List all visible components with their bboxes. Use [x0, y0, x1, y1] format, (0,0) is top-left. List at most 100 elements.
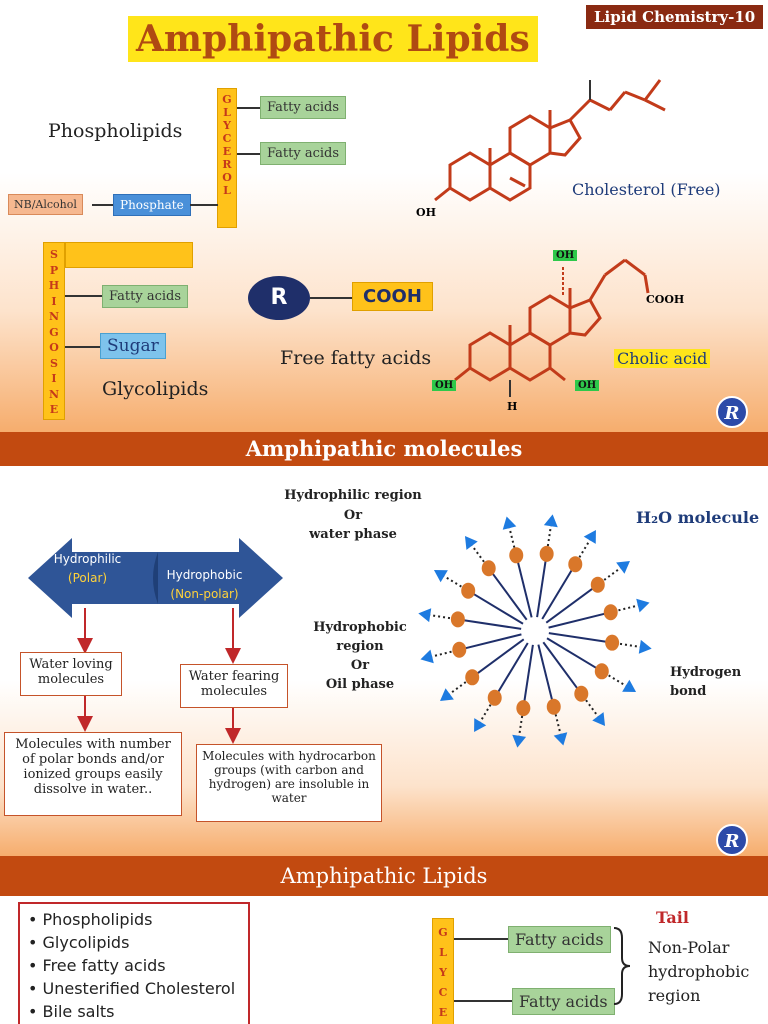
water-molecule: [440, 688, 454, 702]
fatty-acids-box-3: Fatty acids: [102, 285, 188, 308]
lipid-list-item: • Phospholipids: [28, 910, 153, 929]
lipid-tail: [463, 619, 522, 630]
hydrogen-bond-line: [429, 650, 452, 658]
water-molecule: [583, 529, 596, 544]
glyce-letter: G: [438, 926, 448, 939]
cooh-box: COOH: [352, 282, 433, 311]
fatty-acids-box-a: Fatty acids: [508, 926, 611, 953]
glycerol-letter: O: [222, 171, 232, 184]
phosphate-box: Phosphate: [113, 194, 191, 216]
lipid-tail: [542, 641, 579, 690]
cholic-acid-structure: [454, 258, 650, 397]
hydrophobic-arrow-label: Hydrophobic: [166, 568, 243, 582]
water-molecule: [622, 679, 637, 692]
polar-head: [603, 604, 618, 621]
polar-head: [574, 685, 589, 702]
water-molecule: [636, 598, 650, 613]
lipid-tail: [472, 592, 524, 625]
hydrogen-bond-line: [442, 574, 462, 588]
cholesterol-label: Cholesterol (Free): [572, 180, 721, 199]
polar-description-box: Molecules with number of polar bonds and…: [4, 732, 182, 816]
lipid-list-box: • Phospholipids• Glycolipids• Free fatty…: [18, 902, 250, 1024]
non-polar-label: (Non-polar): [170, 587, 239, 601]
lipid-tail: [536, 559, 547, 618]
polar-head: [461, 582, 476, 599]
hydrogen-bond-label-1: Hydrogen: [670, 665, 742, 680]
cholic-acid-label: Cholic acid: [614, 349, 711, 368]
sugar-box: Sugar: [100, 333, 166, 359]
sphingosine-letter: N: [48, 310, 60, 323]
lipid-tail: [548, 632, 607, 643]
nonpolar-region-label-2: hydrophobic: [648, 962, 750, 981]
glycerol-letter: C: [222, 132, 232, 145]
nonpolar-description-box: Molecules with hydrocarbon groups (with …: [196, 744, 382, 822]
lipid-tail: [523, 644, 534, 703]
brand-logo-2: R: [716, 824, 748, 856]
sphingosine-letter: S: [50, 248, 58, 261]
hydrogen-bond-line: [517, 715, 524, 738]
tail-label: Tail: [656, 908, 689, 927]
glycerol-letter: L: [223, 184, 231, 197]
polar-head: [465, 669, 480, 686]
amphipathic-molecules-panel: Hydrophilic (Polar) Hydrophobic (Non-pol…: [0, 466, 768, 856]
micelle-diagram: [418, 514, 652, 748]
lipid-types-panel: Lipid Chemistry-10 Amphipathic Lipids Ph…: [0, 0, 768, 432]
hydrophobic-region-label-2: region: [336, 639, 384, 654]
cholic-oh-left: OH: [432, 380, 457, 391]
water-molecule: [464, 536, 478, 550]
hydrogen-bond-line: [478, 704, 492, 724]
polar-head: [590, 576, 605, 593]
r-group-ellipse: R: [248, 276, 310, 320]
sphingosine-letter: E: [49, 403, 59, 416]
hydrogen-bond-line: [447, 681, 467, 696]
lipid-tail: [545, 587, 594, 624]
lipid-tail: [491, 572, 528, 621]
nonpolar-region-label-3: region: [648, 986, 701, 1005]
hydrogen-bond-line: [554, 714, 562, 737]
sphingosine-letter: P: [49, 263, 59, 277]
amphipathic-lipids-panel: • Phospholipids• Glycolipids• Free fatty…: [0, 896, 768, 1024]
glyce-letter: E: [438, 1006, 448, 1019]
glycerol-letter: Y: [223, 119, 231, 132]
water-fearing-box: Water fearing molecules: [180, 664, 288, 708]
hydrophobic-region-label-4: Oil phase: [325, 677, 395, 692]
water-molecule: [420, 649, 434, 664]
tail-bracket: [613, 927, 631, 1005]
water-molecule: [433, 570, 448, 583]
hydrophilic-region-label-1: Hydrophilic region: [284, 488, 422, 503]
glycerol-letter: E: [222, 145, 232, 158]
sphingosine-letter: S: [50, 356, 58, 370]
water-molecule: [638, 639, 652, 654]
lipid-tail: [516, 560, 533, 618]
water-molecule: [512, 734, 527, 748]
hydrogen-bond-line: [608, 674, 628, 688]
sphingosine-letter: H: [48, 279, 60, 292]
lipid-list-item: • Glycolipids: [28, 933, 130, 952]
hydrogen-bond-line: [546, 524, 553, 547]
cholic-h: H: [507, 400, 518, 413]
lipid-tail: [548, 612, 606, 629]
fatty-acids-box-2: Fatty acids: [260, 142, 346, 165]
page-title: Amphipathic Lipids: [128, 16, 538, 62]
cholesterol-oh: OH: [416, 206, 436, 219]
hydrogen-bond-label-2: bond: [670, 684, 707, 699]
brand-logo: R: [716, 396, 748, 428]
section-banner-amphipathic-molecules: Amphipathic molecules: [0, 432, 768, 466]
polar-head: [481, 560, 496, 577]
hydrophilic-region-label-2: Or: [343, 508, 363, 523]
glycolipids-label: Glycolipids: [102, 378, 209, 400]
hydrophilic-region-label-3: water phase: [309, 527, 397, 542]
hydrogen-bond-line: [603, 566, 623, 581]
water-molecule: [616, 560, 630, 574]
sphingosine-letter: O: [49, 341, 59, 354]
polar-head: [487, 689, 502, 706]
hydrogen-bond-line: [585, 699, 600, 719]
water-molecule: [553, 732, 568, 746]
polar-label: (Polar): [67, 571, 108, 585]
hydrophilic-arrow-label: Hydrophilic: [53, 552, 122, 566]
cholesterol-structure: [434, 79, 666, 202]
glycerol-letter: L: [223, 106, 231, 119]
h2o-molecule-label: H₂O molecule: [636, 508, 760, 527]
